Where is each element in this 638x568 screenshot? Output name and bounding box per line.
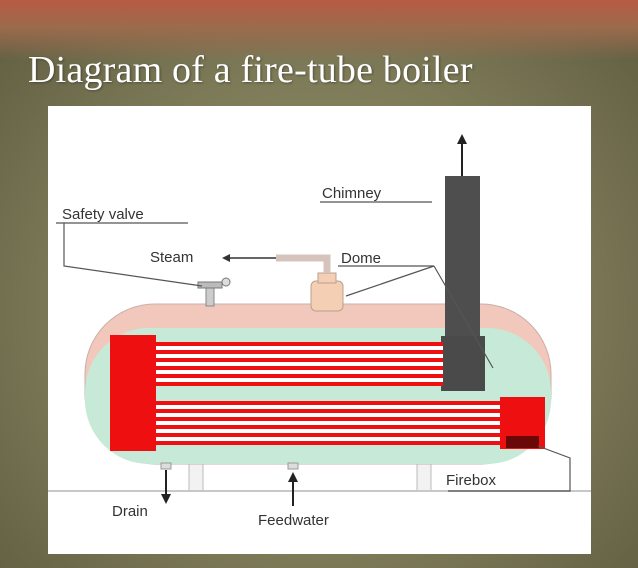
label-dome: Dome (341, 250, 381, 267)
smokebox (441, 336, 485, 391)
upper-fire-tube (154, 382, 443, 386)
label-chimney: Chimney (322, 185, 382, 202)
lower-fire-tube (154, 433, 502, 437)
upper-fire-tube (154, 358, 443, 362)
feedwater-pipe (287, 462, 299, 470)
lower-fire-tube (154, 425, 502, 429)
label-steam: Steam (150, 249, 193, 266)
safety-valve-leader (56, 222, 203, 287)
label-firebox: Firebox (446, 472, 497, 489)
lower-fire-tube (154, 413, 502, 417)
label-feedwater: Feedwater (258, 512, 329, 529)
label-safety-valve: Safety valve (62, 206, 144, 223)
lower-fire-tube (154, 401, 502, 405)
upper-fire-tube (154, 378, 443, 382)
exhaust-arrow-head (457, 134, 467, 144)
lower-fire-tube (154, 405, 502, 409)
chimney-stack (445, 176, 480, 336)
upper-fire-tube (154, 346, 443, 350)
safety-valve-lever (197, 281, 223, 289)
title-band (0, 0, 638, 60)
steam-pipe (276, 254, 331, 273)
feedwater-arrow-head (288, 472, 298, 482)
label-drain: Drain (112, 503, 148, 520)
upper-fire-tube (154, 370, 443, 374)
upper-fire-tube (154, 374, 443, 378)
lower-fire-tube (154, 417, 502, 421)
upper-fire-tube (154, 342, 443, 346)
lower-fire-tube (154, 421, 502, 425)
fire-tubes (154, 342, 502, 445)
steam-dome (310, 280, 344, 312)
upper-fire-tube (154, 366, 443, 370)
lower-fire-tube (154, 441, 502, 445)
upper-fire-tube (154, 362, 443, 366)
boiler-diagram: Chimney Safety valve Steam Dome Firebox … (48, 134, 591, 529)
diagram-panel: Chimney Safety valve Steam Dome Firebox … (48, 106, 591, 554)
slide-title: Diagram of a fire-tube boiler (28, 49, 473, 91)
drain-pipe (160, 462, 172, 470)
drain-arrow-head (161, 494, 171, 504)
dome-neck (317, 272, 337, 284)
lower-fire-tube (154, 409, 502, 413)
lower-fire-tube (154, 437, 502, 441)
safety-valve-weight (221, 277, 231, 287)
upper-fire-tube (154, 350, 443, 354)
steam-arrow-head (222, 254, 230, 262)
combustion-chamber (110, 335, 156, 451)
dome-leader (345, 265, 494, 369)
firebox-grate (506, 436, 539, 448)
upper-fire-tube (154, 354, 443, 358)
lower-fire-tube (154, 429, 502, 433)
firebox-leader (448, 445, 571, 492)
